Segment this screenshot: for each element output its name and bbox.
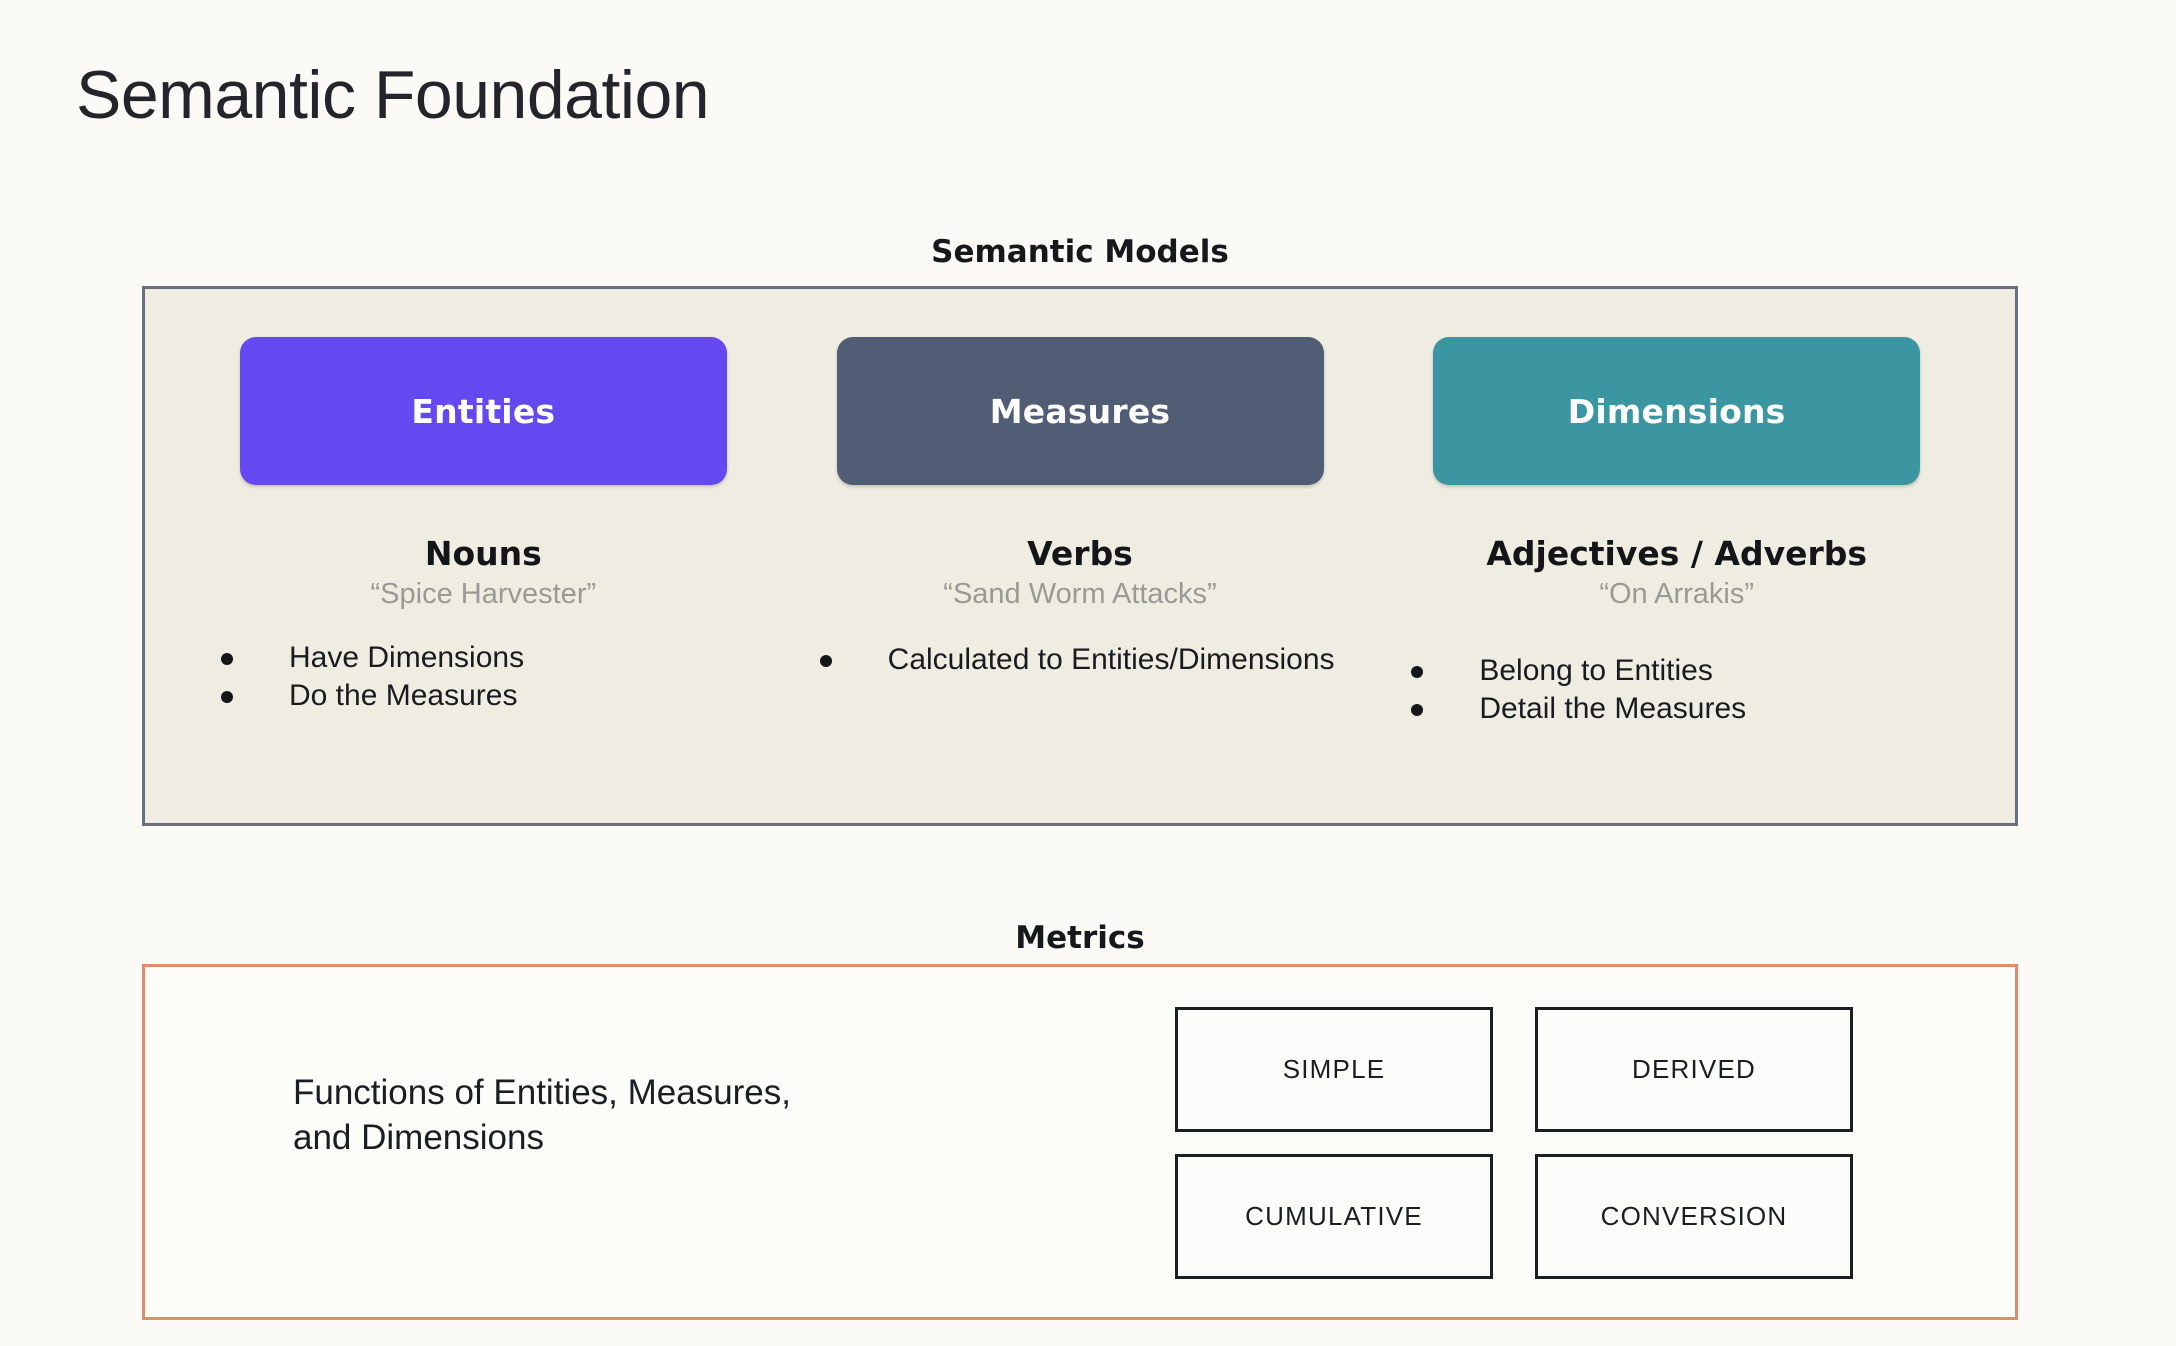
- model-column-dimensions: Dimensions Adjectives / Adverbs “On Arra…: [1378, 337, 1975, 823]
- list-item: Do the Measures: [221, 677, 790, 715]
- dimensions-chip[interactable]: Dimensions: [1433, 337, 1921, 485]
- list-item: Have Dimensions: [221, 639, 790, 677]
- measures-bullet-text: Calculated to Entities/Dimensions: [887, 642, 1335, 676]
- bullet-dot-icon: [819, 654, 832, 667]
- dimensions-bullet-text: Belong to Entities: [1479, 653, 1713, 687]
- metric-type-simple[interactable]: SIMPLE: [1175, 1007, 1493, 1132]
- entities-bullet-text: Have Dimensions: [289, 640, 525, 674]
- metric-type-derived[interactable]: DERIVED: [1535, 1007, 1853, 1132]
- bullet-dot-icon: [1411, 665, 1424, 678]
- measures-chip[interactable]: Measures: [836, 337, 1324, 485]
- metrics-description: Functions of Entities, Measures, and Dim…: [293, 1071, 993, 1161]
- model-column-measures: Measures Verbs “Sand Worm Attacks” Calcu…: [782, 337, 1379, 823]
- dimensions-bullet-list: Belong to Entities Detail the Measures: [1373, 652, 1980, 729]
- bullet-dot-icon: [221, 691, 233, 704]
- metrics-description-line-1: Functions of Entities, Measures,: [293, 1073, 791, 1112]
- metric-type-conversion[interactable]: CONVERSION: [1535, 1154, 1853, 1279]
- entities-example: “Spice Harvester”: [370, 577, 597, 610]
- metric-type-grid: SIMPLE DERIVED CUMULATIVE CONVERSION: [1175, 1007, 1875, 1279]
- entities-chip[interactable]: Entities: [239, 337, 727, 485]
- semantic-models-columns: Entities Nouns “Spice Harvester” Have Di…: [145, 289, 2015, 823]
- measures-part-of-speech: Verbs: [1027, 534, 1133, 573]
- dimensions-bullet-text: Detail the Measures: [1479, 692, 1747, 726]
- page-title: Semantic Foundation: [76, 57, 710, 133]
- entities-bullet-list: Have Dimensions Do the Measures: [177, 639, 790, 716]
- metrics-panel: Functions of Entities, Measures, and Dim…: [142, 964, 2018, 1320]
- dimensions-example: “On Arrakis”: [1599, 577, 1755, 610]
- model-column-entities: Entities Nouns “Spice Harvester” Have Di…: [185, 337, 782, 823]
- entities-part-of-speech: Nouns: [424, 534, 542, 573]
- semantic-models-caption: Semantic Models: [931, 234, 1229, 270]
- metrics-caption: Metrics: [1015, 920, 1145, 956]
- entities-bullet-text: Do the Measures: [289, 679, 518, 713]
- measures-bullet-list: Calculated to Entities/Dimensions: [772, 641, 1389, 679]
- list-item: Detail the Measures: [1411, 690, 1980, 728]
- bullet-dot-icon: [221, 652, 233, 665]
- dimensions-part-of-speech: Adjectives / Adverbs: [1486, 534, 1868, 573]
- measures-example: “Sand Worm Attacks”: [943, 577, 1217, 610]
- metrics-description-line-2: and Dimensions: [293, 1117, 544, 1157]
- semantic-models-panel: Entities Nouns “Spice Harvester” Have Di…: [142, 286, 2018, 826]
- bullet-dot-icon: [1411, 704, 1424, 717]
- list-item: Calculated to Entities/Dimensions: [819, 641, 1389, 679]
- list-item: Belong to Entities: [1411, 652, 1980, 690]
- metric-type-cumulative[interactable]: CUMULATIVE: [1175, 1154, 1493, 1279]
